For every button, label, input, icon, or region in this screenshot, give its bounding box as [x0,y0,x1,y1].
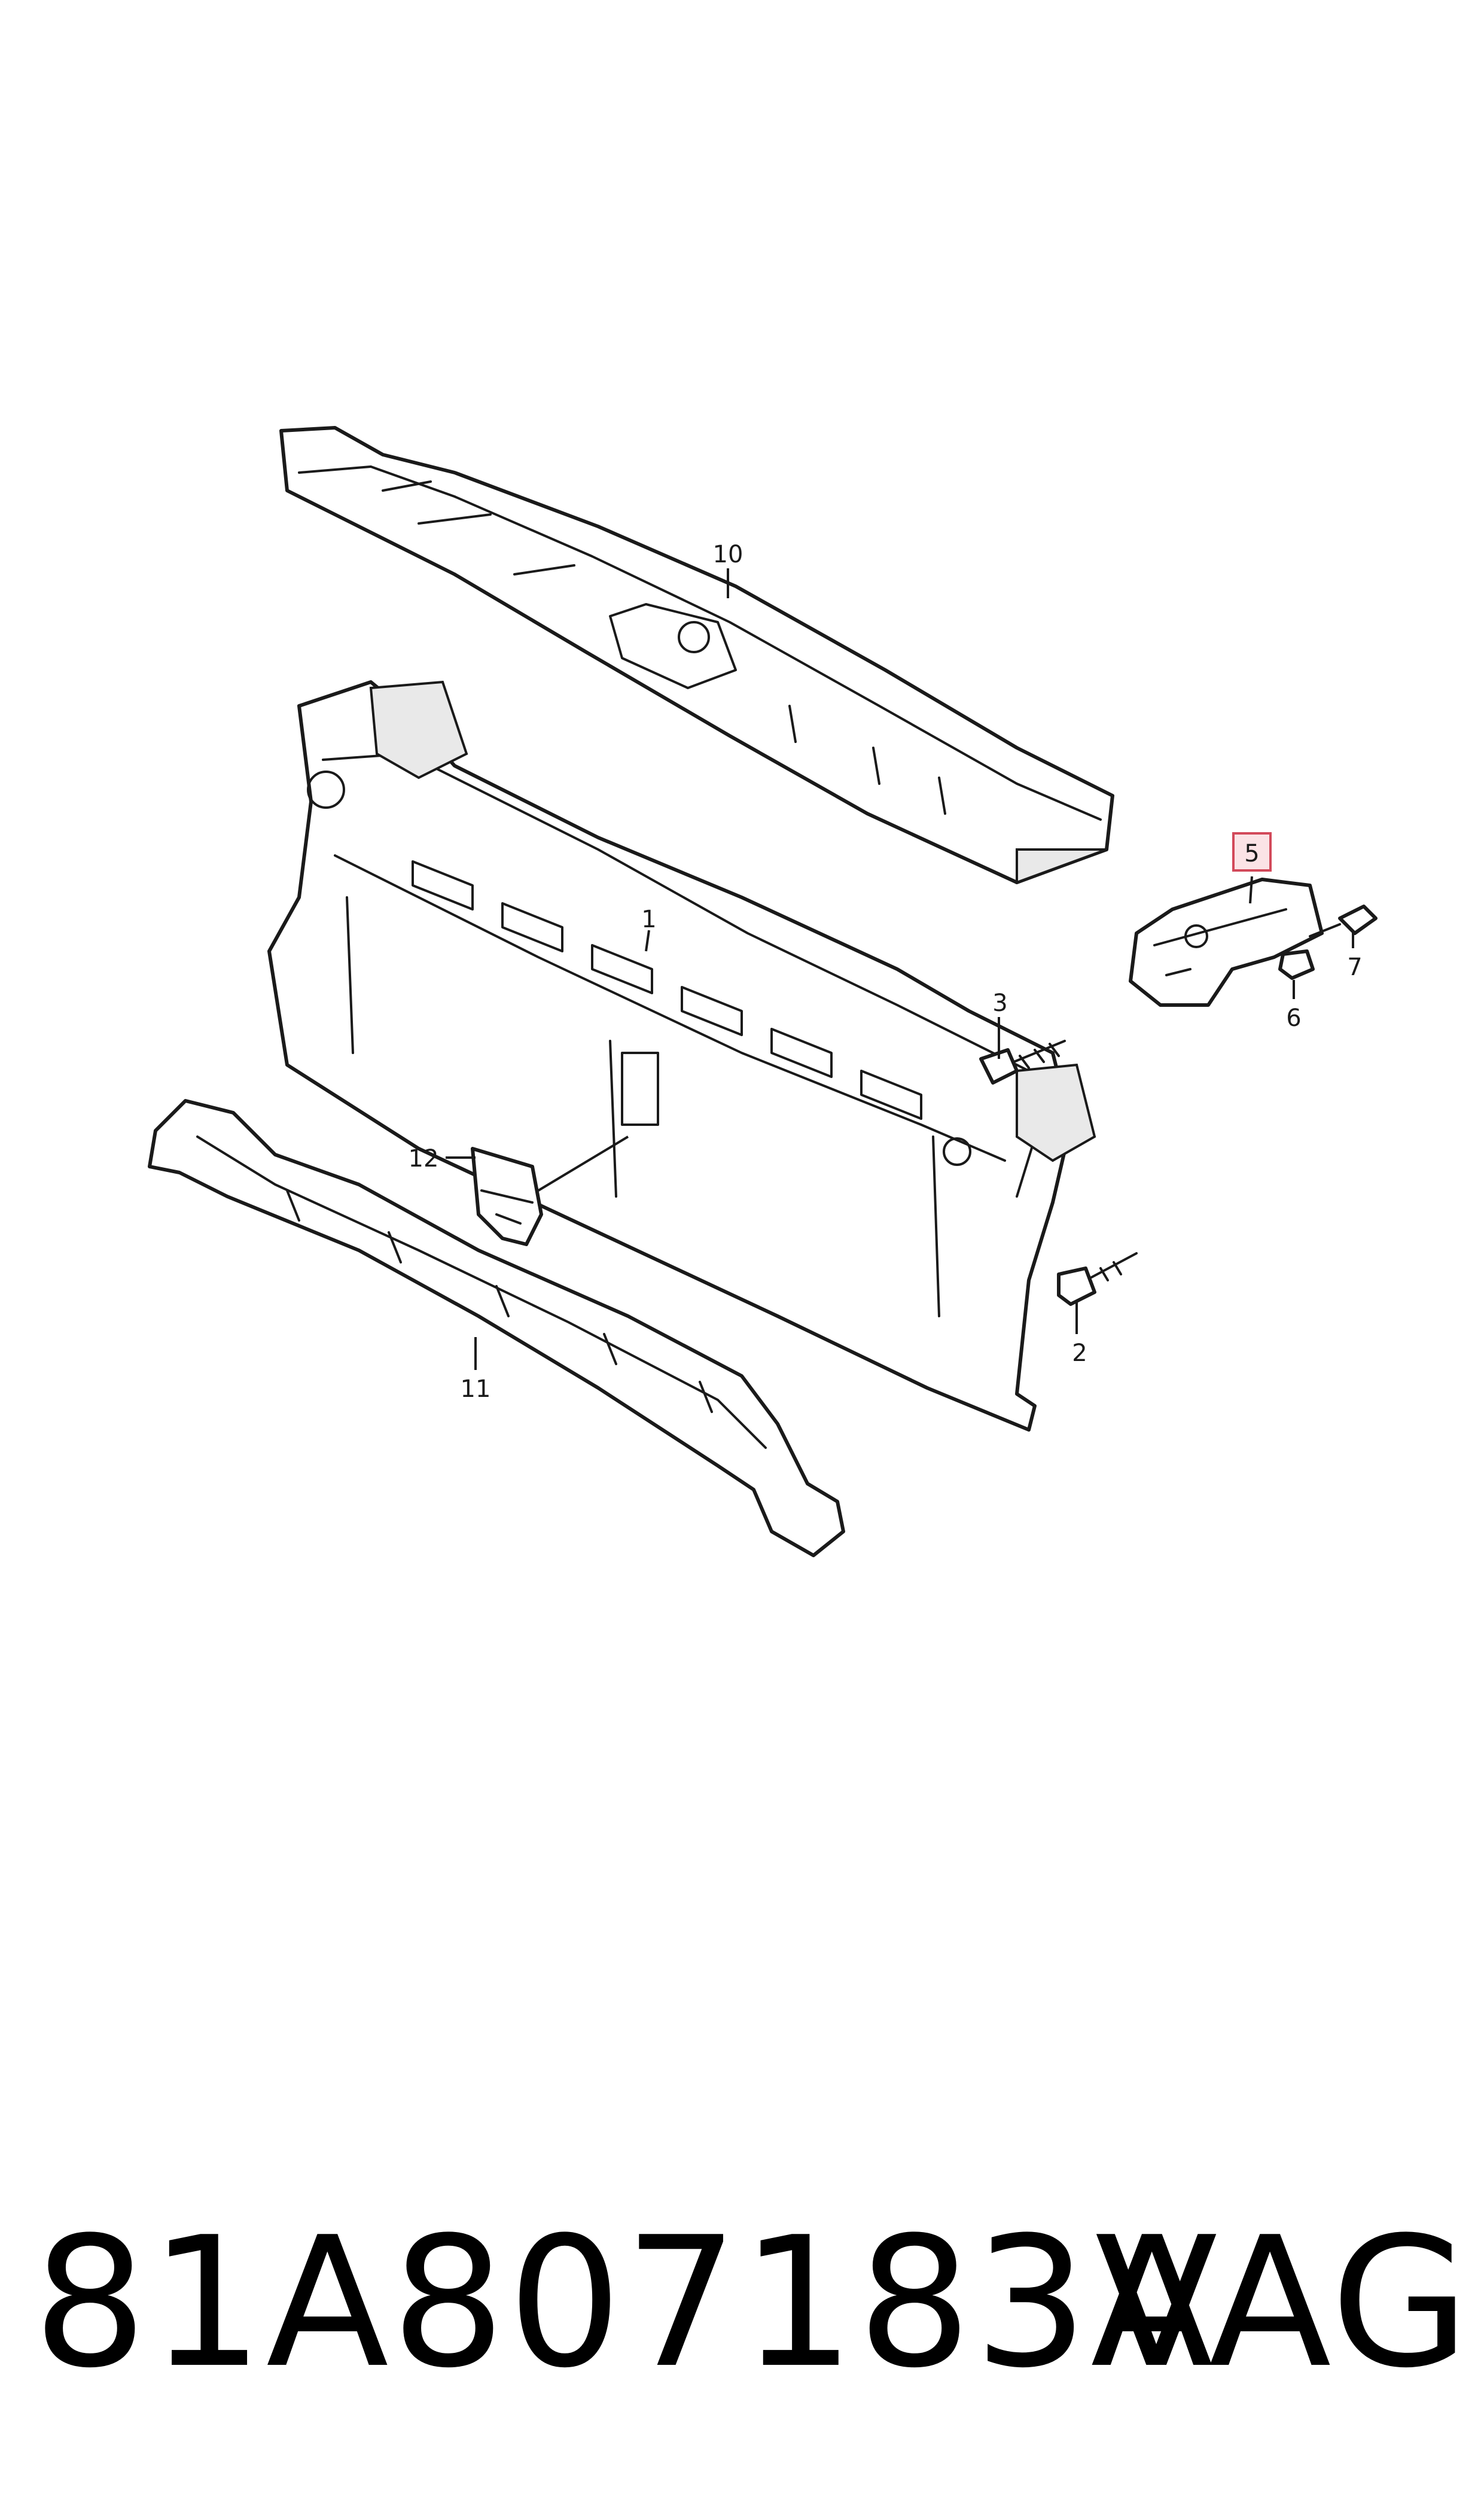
leader-lines [446,568,1354,1370]
callout-3[interactable]: 3 [992,989,1007,1017]
part-11-lower-absorber [148,1099,845,1557]
part-2-bolt [1057,1252,1138,1306]
part-10-upper-crossmember [279,426,1114,884]
part-5-bracket [1129,878,1324,1007]
part-6-nut [1278,949,1315,980]
callout-2[interactable]: 2 [1072,1339,1087,1367]
callout-5-highlight-box [1232,832,1272,872]
callout-11[interactable]: 11 [461,1375,491,1403]
part-3-bolt [979,1040,1066,1085]
callout-labels: 1 2 3 5 6 7 10 11 12 [409,541,1363,1403]
part-1-carrier [267,680,1096,1432]
part-7-screw [1309,905,1378,937]
brand-label: VAG [1095,2199,1472,2407]
callout-10[interactable]: 10 [713,541,743,568]
callout-7[interactable]: 7 [1347,954,1362,981]
callout-1[interactable]: 1 [641,906,656,933]
part-12-clip [471,1147,543,1246]
callout-12[interactable]: 12 [409,1145,439,1173]
callout-6[interactable]: 6 [1286,1004,1301,1032]
part-number: 81A807183A [33,2199,1216,2407]
exploded-parts-diagram: 1 2 3 5 6 7 10 11 12 [148,426,1378,1557]
part-number-footer: 81A807183A VAG [0,2178,1484,2429]
callout-5[interactable]: 5 [1244,840,1259,867]
